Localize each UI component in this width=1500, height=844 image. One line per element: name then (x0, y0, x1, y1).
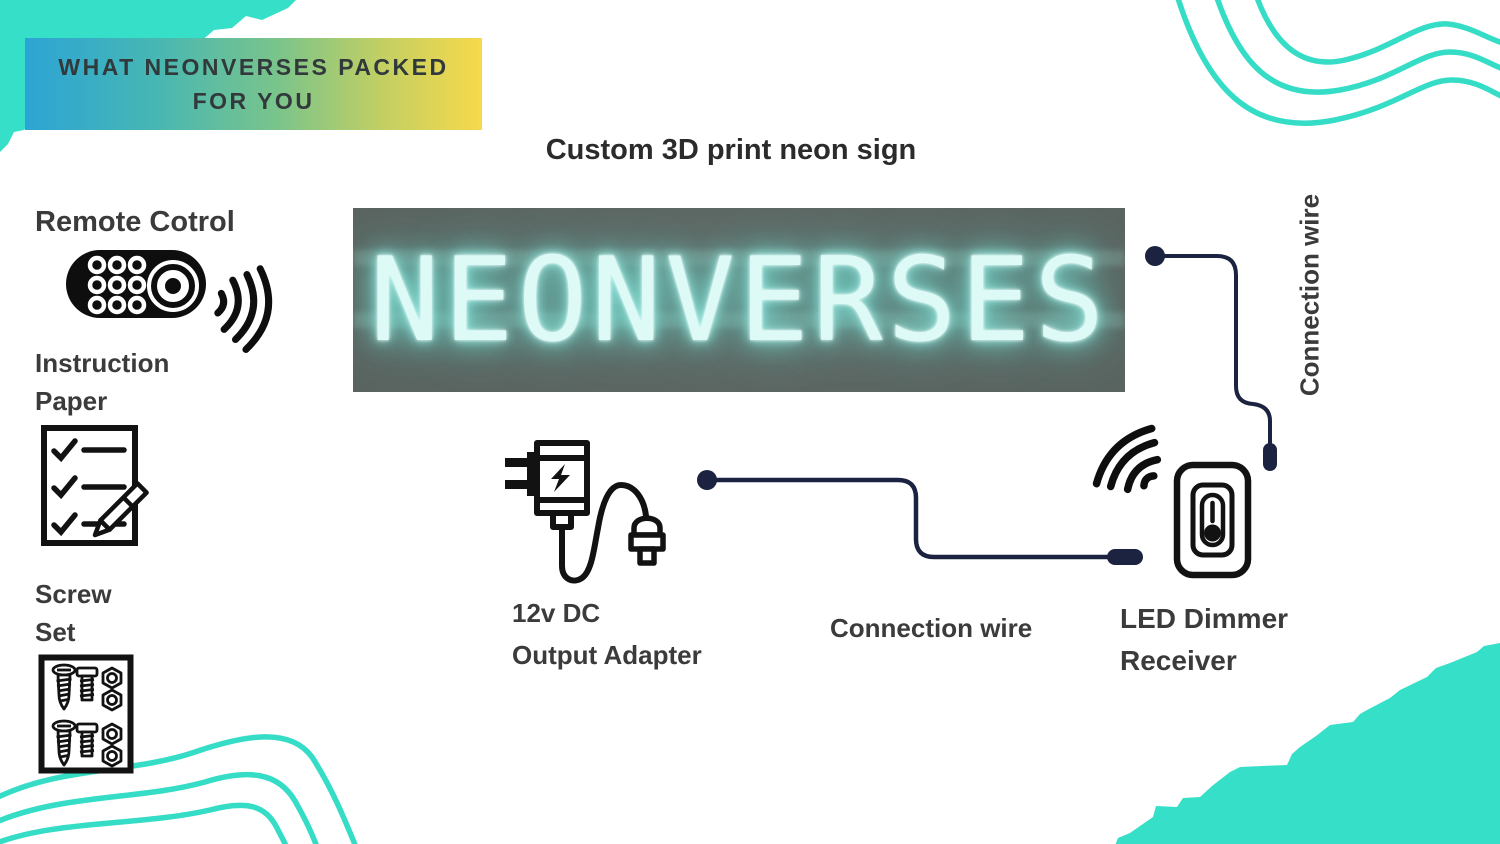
adapter-label-line1: 12v DC (512, 598, 601, 628)
screw-row (51, 663, 123, 712)
banner: WHAT NEONVERSES PACKED FOR YOU (25, 38, 482, 130)
banner-line2: FOR YOU (192, 88, 315, 114)
instruction-paper-label-line2: Paper (35, 386, 108, 416)
dimmer-switch-plate (1173, 461, 1252, 579)
adapter-body (534, 440, 590, 530)
screw-set-icon (38, 654, 134, 774)
screw-set-label-line1: Screw (35, 579, 112, 609)
wave-line (0, 802, 289, 844)
banner-line1: WHAT NEONVERSES PACKED (58, 54, 449, 80)
sign-title: Custom 3D print neon sign (545, 134, 917, 166)
screw-set-label-line2: Set (35, 617, 76, 647)
instruction-paper-label-line1: Instruction (35, 348, 170, 378)
dimmer-receiver-icon (1092, 424, 1252, 579)
wave-line (0, 771, 319, 844)
dc-plug (628, 515, 666, 566)
remote-label: Remote Cotrol (35, 206, 235, 238)
remote-buttons (87, 255, 147, 315)
signal-waves-icon (214, 265, 273, 353)
remote-control-icon (66, 250, 273, 353)
dimmer-label-line1: LED Dimmer (1120, 603, 1289, 634)
wave-line (1214, 0, 1500, 95)
adapter-label-line2: Output Adapter (512, 640, 702, 670)
wave-line (1175, 0, 1500, 127)
power-adapter-icon (505, 440, 666, 584)
lightning-bolt-icon (551, 464, 570, 492)
sign-glow-band (353, 312, 1125, 328)
remote-dial (147, 260, 199, 312)
wire-start-dot (1145, 246, 1165, 266)
adapter-plug-prongs (505, 452, 537, 496)
wire-connector (1263, 443, 1277, 471)
signal-waves-icon (1092, 424, 1162, 494)
adapter-to-dimmer-wire (697, 470, 1143, 565)
neon-sign: NEONVERSES (353, 208, 1125, 392)
connection-wire-bottom-label: Connection wire (830, 613, 1033, 643)
wire-path (707, 477, 1110, 560)
wave-lines-top-right (1175, 0, 1500, 127)
wave-line (1255, 0, 1500, 65)
pencil-icon (92, 481, 149, 538)
wire-start-dot (697, 470, 717, 490)
adapter-cable (559, 481, 649, 584)
dimmer-label-line2: Receiver (1120, 645, 1237, 676)
connection-wire-right-label: Connection wire (1294, 193, 1325, 397)
checklist-paper-icon (41, 425, 149, 546)
sign-glow-band (353, 250, 1125, 266)
neon-sign-text: NEONVERSES (369, 232, 1109, 368)
